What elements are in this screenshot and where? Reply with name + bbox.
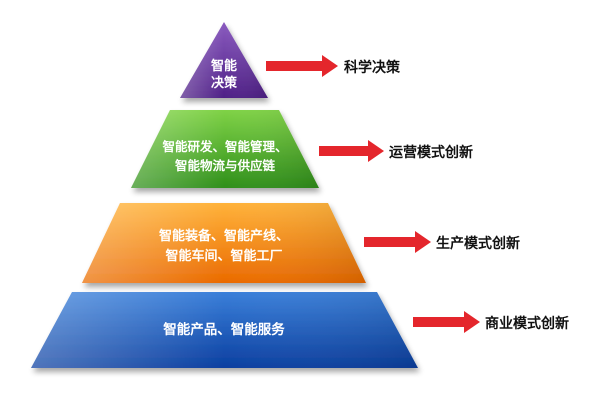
arrow-1: 科学决策 xyxy=(266,55,401,77)
tier-3-line-2: 智能车间、智能工厂 xyxy=(165,248,282,264)
arrow-3-label: 生产模式创新 xyxy=(436,235,520,252)
tier-2-line-1: 智能研发、智能管理、 xyxy=(161,139,287,154)
arrow-2: 运营模式创新 xyxy=(319,140,473,162)
tier-1-line-2: 决策 xyxy=(211,75,238,91)
arrow-4-label: 商业模式创新 xyxy=(485,315,569,332)
arrow-4: 商业模式创新 xyxy=(413,311,569,333)
tier-1-shine xyxy=(180,22,268,98)
tier-2-shine xyxy=(131,110,319,188)
tier-3-line-1: 智能装备、智能产线、 xyxy=(159,228,289,244)
arrow-1-label: 科学决策 xyxy=(344,59,401,76)
tier-2-line-2: 智能物流与供应链 xyxy=(174,158,276,173)
tier-4-line-1: 智能产品、智能服务 xyxy=(163,321,285,338)
tier-1-decision: 智能 决策 xyxy=(180,22,268,98)
arrow-4-shape xyxy=(413,311,480,333)
arrow-2-shape xyxy=(319,140,384,162)
tier-2-operations: 智能研发、智能管理、 智能物流与供应链 xyxy=(131,110,319,188)
tier-4-shine xyxy=(31,292,418,368)
tier-1-line-1: 智能 xyxy=(211,58,237,74)
tier-3-production: 智能装备、智能产线、 智能车间、智能工厂 xyxy=(82,203,366,283)
arrow-2-label: 运营模式创新 xyxy=(389,144,473,161)
arrow-3: 生产模式创新 xyxy=(364,231,520,253)
arrow-3-shape xyxy=(364,231,431,253)
arrow-1-shape xyxy=(266,55,338,77)
tier-3-shine xyxy=(82,203,366,283)
tier-4-business: 智能产品、智能服务 xyxy=(31,292,418,368)
